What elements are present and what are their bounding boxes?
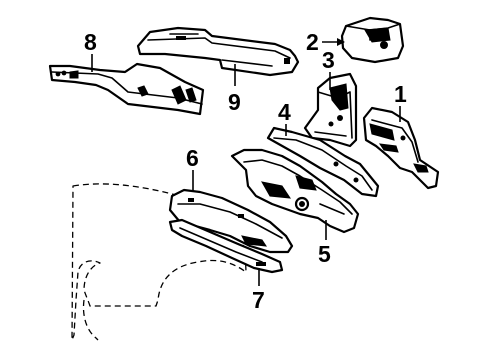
fender-outline xyxy=(71,183,247,341)
callout-label-5: 5 xyxy=(318,241,331,267)
part-6-tie-bar xyxy=(168,188,294,254)
part-9-upper-rail xyxy=(136,26,300,77)
part-2-bracket xyxy=(340,16,405,64)
callout-label-3: 3 xyxy=(322,47,335,73)
part-3-inner-panel xyxy=(303,72,358,148)
callout-label-7: 7 xyxy=(252,287,265,313)
callout-label-8: 8 xyxy=(84,29,97,55)
callout-label-6: 6 xyxy=(186,145,199,171)
part-4-rail xyxy=(266,126,380,198)
callout-label-4: 4 xyxy=(278,99,291,125)
callout-label-2: 2 xyxy=(306,29,319,55)
part-1-right-apron xyxy=(362,106,440,190)
part-8-side-rail xyxy=(48,62,205,116)
part-5-front-member xyxy=(230,148,360,234)
part-7-lower-tie xyxy=(168,218,284,274)
callout-label-9: 9 xyxy=(228,89,241,115)
callout-label-1: 1 xyxy=(394,81,407,107)
